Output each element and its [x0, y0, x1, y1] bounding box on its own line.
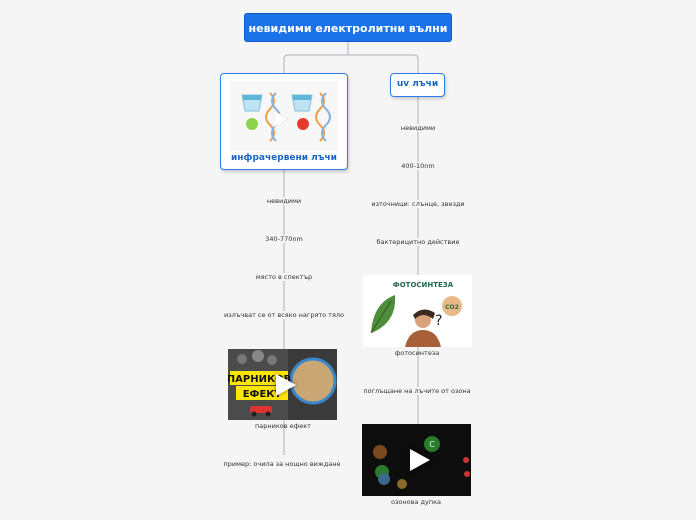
photosynthesis-illustration: ФОТОСИНТЕЗА CO2 ?: [363, 275, 472, 347]
greenhouse-title-line1: ПАРНИКОВ: [228, 374, 291, 385]
play-icon: [275, 373, 296, 396]
uv-leaf-wavelength[interactable]: 400-10nm: [399, 162, 437, 170]
ozone-hole-caption: озонова дупка: [390, 498, 442, 506]
branch-uv[interactable]: uv лъчи: [390, 73, 445, 97]
infrared-video-thumbnail[interactable]: [230, 81, 338, 151]
photosynthesis-caption: фотосинтеза: [394, 349, 440, 357]
ir-leaf-spectrum-place[interactable]: място в спектър: [253, 273, 315, 281]
question-mark-icon: ?: [435, 313, 442, 329]
uv-leaf-invisible[interactable]: невидими: [398, 124, 438, 132]
branch-infrared[interactable]: инфрачервени лъчи: [220, 73, 348, 170]
carbon-atom-label: C: [429, 440, 435, 449]
infrared-illustration: [230, 81, 338, 151]
photosynthesis-title: ФОТОСИНТЕЗА: [393, 281, 454, 289]
co2-badge: CO2: [445, 304, 459, 311]
uv-leaf-bactericidal[interactable]: бактерицитно действие: [374, 238, 462, 246]
ir-leaf-invisible[interactable]: невидими: [264, 197, 304, 205]
ir-leaf-wavelength[interactable]: 340-770nm: [263, 235, 305, 243]
ir-leaf-night-vision[interactable]: пример: очила за нощно виждане: [221, 460, 343, 468]
play-icon: [409, 449, 430, 471]
branch-infrared-label: инфрачервени лъчи: [231, 153, 337, 163]
root-topic[interactable]: невидими електролитни вълни: [244, 13, 452, 42]
ozone-hole-video[interactable]: C: [362, 424, 471, 496]
greenhouse-title-line2: ЕФЕКТ: [243, 389, 282, 400]
branch-uv-label: uv лъчи: [396, 79, 439, 89]
photosynthesis-image[interactable]: ФОТОСИНТЕЗА CO2 ?: [363, 275, 472, 347]
ir-leaf-emission[interactable]: излъчват се от всяко нагрято тяло: [221, 311, 347, 319]
greenhouse-effect-video[interactable]: ПАРНИКОВ ЕФЕКТ: [227, 349, 337, 420]
uv-leaf-sources[interactable]: източници: слънце, звезди: [369, 200, 467, 208]
uv-leaf-ozone-absorption[interactable]: поглъщане на лъчите от озона: [361, 387, 473, 395]
greenhouse-caption: парников ефект: [255, 422, 311, 430]
